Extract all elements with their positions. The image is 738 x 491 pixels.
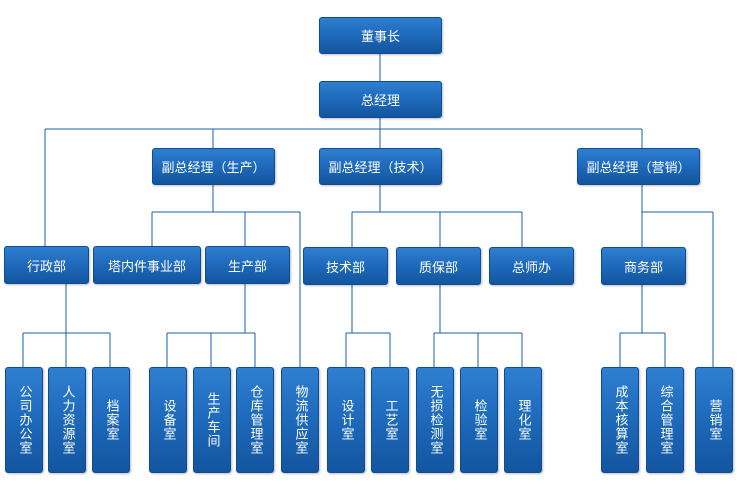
- process-office-label: 工艺室: [382, 399, 398, 441]
- node-ndt-office[interactable]: 无损检测室: [416, 367, 454, 473]
- node-process-office[interactable]: 工艺室: [371, 367, 409, 473]
- cost-office-label: 成本核算室: [612, 385, 628, 455]
- node-design-office[interactable]: 设计室: [327, 367, 365, 473]
- design-office-label: 设计室: [338, 399, 354, 441]
- node-cost-office[interactable]: 成本核算室: [601, 367, 639, 473]
- node-qa-dept[interactable]: 质保部: [396, 247, 481, 285]
- node-equipment-office[interactable]: 设备室: [149, 367, 187, 473]
- node-general-mgmt-office[interactable]: 综合管理室: [646, 367, 684, 473]
- node-chairman[interactable]: 董事长: [319, 17, 442, 54]
- ndt-office-label: 无损检测室: [427, 385, 443, 455]
- node-hr-office[interactable]: 人力资源室: [48, 367, 86, 473]
- node-vp-technology[interactable]: 副总经理（技术）: [319, 148, 442, 185]
- node-business-dept[interactable]: 商务部: [601, 247, 686, 285]
- node-tech-dept[interactable]: 技术部: [303, 247, 388, 285]
- office-label: 公司办公室: [16, 385, 32, 455]
- archive-office-label: 档案室: [103, 399, 119, 441]
- node-supply-office[interactable]: 物流供应室: [281, 367, 319, 473]
- node-tower-dept[interactable]: 塔内件事业部: [93, 246, 201, 284]
- node-admin-dept[interactable]: 行政部: [4, 246, 89, 284]
- node-inspection-office[interactable]: 检验室: [460, 367, 498, 473]
- hr-office-label: 人力资源室: [59, 385, 75, 455]
- inspection-office-label: 检验室: [471, 399, 487, 441]
- node-production-workshop[interactable]: 生产车间: [193, 367, 231, 473]
- node-physchem-office[interactable]: 理化室: [504, 367, 542, 473]
- node-vp-production[interactable]: 副总经理（生产）: [152, 148, 275, 185]
- warehouse-office-label: 仓库管理室: [247, 385, 263, 455]
- node-warehouse-office[interactable]: 仓库管理室: [236, 367, 274, 473]
- sales-office-label: 营销室: [706, 399, 722, 441]
- node-general-manager[interactable]: 总经理: [319, 81, 442, 118]
- supply-office-label: 物流供应室: [292, 385, 308, 455]
- node-office[interactable]: 公司办公室: [5, 367, 43, 473]
- physchem-office-label: 理化室: [515, 399, 531, 441]
- node-archive-office[interactable]: 档案室: [92, 367, 130, 473]
- node-sales-office[interactable]: 营销室: [695, 367, 733, 473]
- general-mgmt-office-label: 综合管理室: [657, 385, 673, 455]
- node-chief-engineer-office[interactable]: 总师办: [489, 247, 574, 285]
- production-workshop-label: 生产车间: [204, 392, 220, 448]
- node-production-dept[interactable]: 生产部: [205, 246, 290, 284]
- equipment-office-label: 设备室: [160, 399, 176, 441]
- node-vp-marketing[interactable]: 副总经理（营销）: [577, 148, 700, 185]
